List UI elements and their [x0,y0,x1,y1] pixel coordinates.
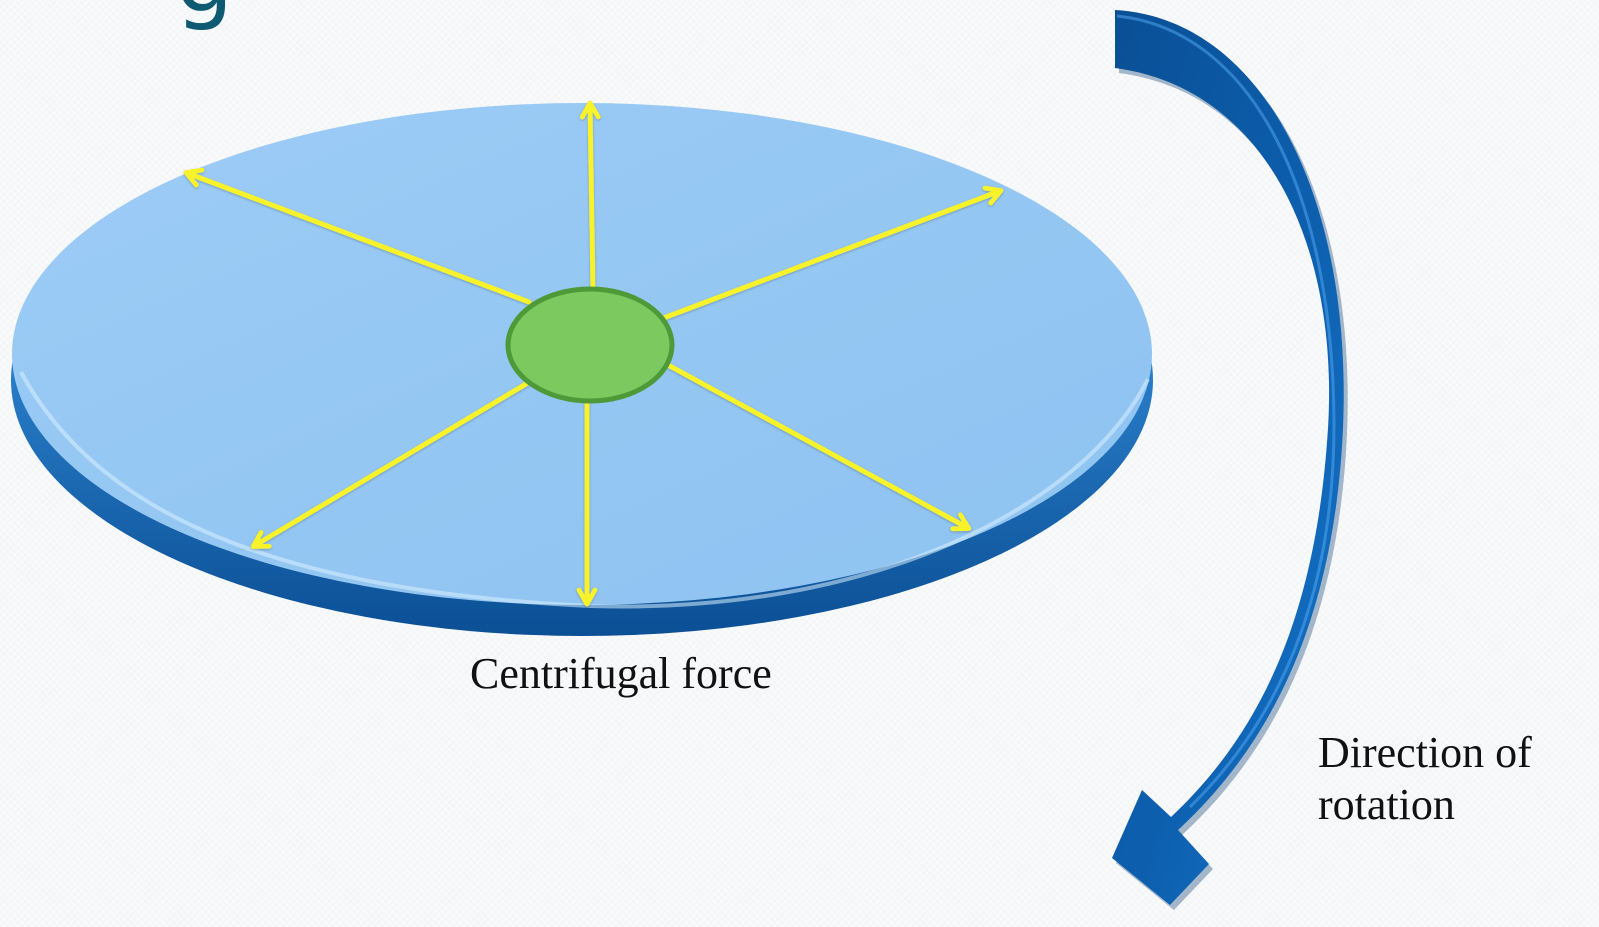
rotation-arrow-highlight [1116,14,1336,809]
direction-label-line-2: rotation [1318,779,1455,829]
center-object [505,286,675,404]
force-arrow-up [579,100,601,293]
centrifugal-force-arrows [183,100,1004,607]
centrifugal-force-label: Centrifugal force [470,649,772,698]
slide-title-fragment: g [175,0,233,26]
force-arrow-upper-left [183,167,532,305]
direction-of-rotation-label: Direction of rotation [1318,727,1532,831]
rotation-arrow-shadow [1116,15,1348,910]
force-arrow-lower-left [250,378,534,549]
force-arrow-upper-right [658,185,1004,322]
rotation-arrow-body [1112,10,1344,905]
curved-rotation-arrow-icon [1112,10,1348,910]
direction-label-line-1: Direction of [1318,728,1532,777]
force-arrow-lower-right [665,362,972,532]
